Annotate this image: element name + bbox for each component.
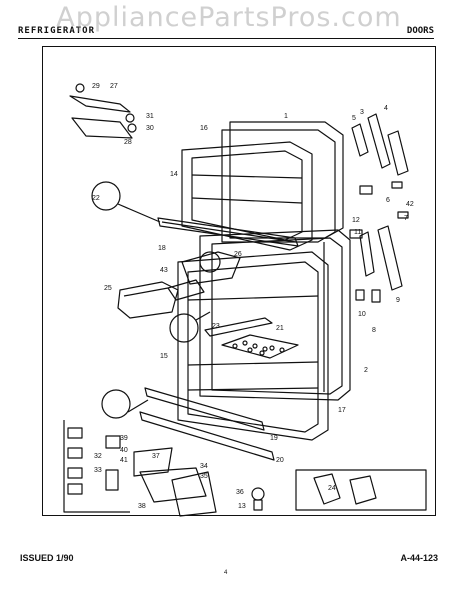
callout-labels: 29 27 31 30 28 1 16 3 4 5 6 14 22 12 42 … [92, 83, 414, 510]
cover-43 [167, 279, 205, 301]
callout: 32 [94, 453, 102, 460]
header-rule [18, 38, 434, 39]
door-shelf-21 [204, 317, 273, 337]
callout: 25 [104, 285, 112, 292]
callout: 42 [406, 201, 414, 208]
page-mark: 4 [224, 570, 228, 576]
callout: 31 [146, 113, 154, 120]
callout: 28 [124, 139, 132, 146]
shelf-bar-18 [157, 217, 299, 247]
callout: 4 [384, 105, 388, 112]
callout: 3 [360, 109, 364, 116]
callout: 14 [170, 171, 178, 178]
header-title: DOORS [406, 26, 434, 36]
callout: 15 [160, 353, 168, 360]
detail-circle-3 [101, 389, 131, 419]
callout: 29 [92, 83, 100, 90]
diagram-frame [42, 46, 436, 516]
callout: 8 [372, 327, 376, 334]
callout: 43 [160, 267, 168, 274]
shelf-bar-20 [139, 411, 275, 461]
callout: 27 [110, 83, 118, 90]
callout: 24 [328, 485, 336, 492]
callout: 16 [200, 125, 208, 132]
clip-inset-box [295, 469, 427, 511]
callout: 23 [212, 323, 220, 330]
right-hinges [349, 113, 409, 303]
callout: 11 [354, 229, 361, 236]
butter-compartment [181, 251, 241, 285]
issued-date: ISSUED 1/90 [20, 553, 74, 563]
callout: 37 [152, 453, 160, 460]
egg-tray [221, 334, 299, 359]
callout: 9 [396, 297, 400, 304]
callout: 13 [238, 503, 246, 510]
detail-circle-1 [91, 181, 121, 211]
callout: 34 [200, 463, 208, 470]
callout: 6 [386, 197, 390, 204]
callout: 18 [158, 245, 166, 252]
callout: 33 [94, 467, 102, 474]
callout: 41 [120, 457, 128, 464]
page-header: REFRIGERATOR DOORS [18, 26, 434, 38]
callout: 19 [270, 435, 278, 442]
hinge-inset [69, 83, 137, 139]
callout: 10 [358, 311, 366, 318]
fresh-food-door [177, 229, 351, 441]
callout: 21 [276, 325, 284, 332]
callout: 22 [92, 195, 100, 202]
callout: 35 [200, 473, 208, 480]
callout: 7 [404, 215, 408, 222]
callout: 2 [364, 367, 368, 374]
callout: 17 [338, 407, 346, 414]
callout: 26 [234, 251, 242, 258]
callout: 12 [352, 217, 360, 224]
callout: 40 [120, 447, 128, 454]
callout: 1 [284, 113, 288, 120]
bottom-parts-inset [63, 420, 265, 517]
callout: 36 [236, 489, 244, 496]
callout: 30 [146, 125, 154, 132]
header-model: REFRIGERATOR [18, 26, 96, 36]
callout: 39 [120, 435, 128, 442]
shelf-bar-19 [144, 387, 265, 431]
page-code: A-44-123 [400, 553, 438, 563]
door-bin-25 [117, 281, 179, 319]
callout: 20 [276, 457, 284, 464]
detail-circle-4 [199, 251, 221, 273]
detail-circle-2 [169, 313, 199, 343]
callout: 5 [352, 115, 356, 122]
callout: 38 [138, 503, 146, 510]
